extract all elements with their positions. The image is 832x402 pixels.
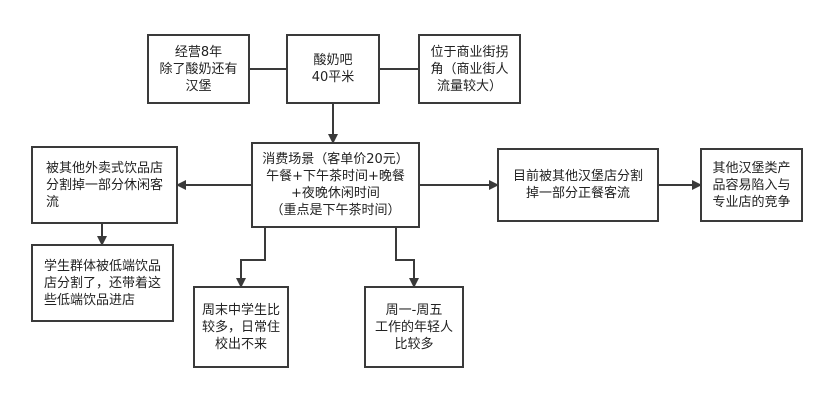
node-students-text: 学生群体被低端饮品 店分割了，还带着这 些低端饮品进店 [43, 258, 161, 308]
node-weekend: 周末中学生比 较多，日常住 校出不来 [193, 286, 289, 368]
node-weekday-text: 周一-周五 工作的年轻人 比较多 [374, 302, 453, 352]
node-takeaway-text: 被其他外卖式饮品店 分割掉一部分休闲客 流 [45, 160, 163, 210]
node-takeaway: 被其他外卖式饮品店 分割掉一部分休闲客 流 [31, 146, 178, 224]
node-weekend-text: 周末中学生比 较多，日常住 校出不来 [201, 302, 280, 352]
node-experience: 经营8年 除了酸奶还有 汉堡 [147, 34, 250, 104]
node-shop: 酸奶吧 40平米 [286, 34, 380, 104]
arrow-scenes-to-weekday [395, 228, 419, 288]
node-students: 学生群体被低端饮品 店分割了，还带着这 些低端饮品进店 [31, 244, 174, 322]
node-specialty: 其他汉堡类产 品容易陷入与 专业店的竞争 [700, 148, 803, 222]
node-location-text: 位于商业街拐 角（商业街人 流量较大） [430, 44, 509, 94]
node-specialty-text: 其他汉堡类产 品容易陷入与 专业店的竞争 [712, 160, 791, 210]
node-weekday: 周一-周五 工作的年轻人 比较多 [364, 286, 464, 368]
node-scenes: 消费场景（客单价20元） 午餐+下午茶时间+晚餐 +夜晚休闲时间 （重点是下午茶… [251, 142, 420, 228]
node-location: 位于商业街拐 角（商业街人 流量较大） [418, 34, 521, 104]
node-scenes-text: 消费场景（客单价20元） 午餐+下午茶时间+晚餐 +夜晚休闲时间 （重点是下午茶… [262, 152, 409, 218]
node-burger-text: 目前被其他汉堡店分割 掉一部分正餐客流 [512, 169, 643, 201]
arrow-scenes-to-weekend [236, 228, 266, 288]
node-shop-text: 酸奶吧 40平米 [311, 53, 355, 85]
node-burger: 目前被其他汉堡店分割 掉一部分正餐客流 [497, 148, 659, 222]
node-experience-text: 经营8年 除了酸奶还有 汉堡 [159, 44, 238, 94]
